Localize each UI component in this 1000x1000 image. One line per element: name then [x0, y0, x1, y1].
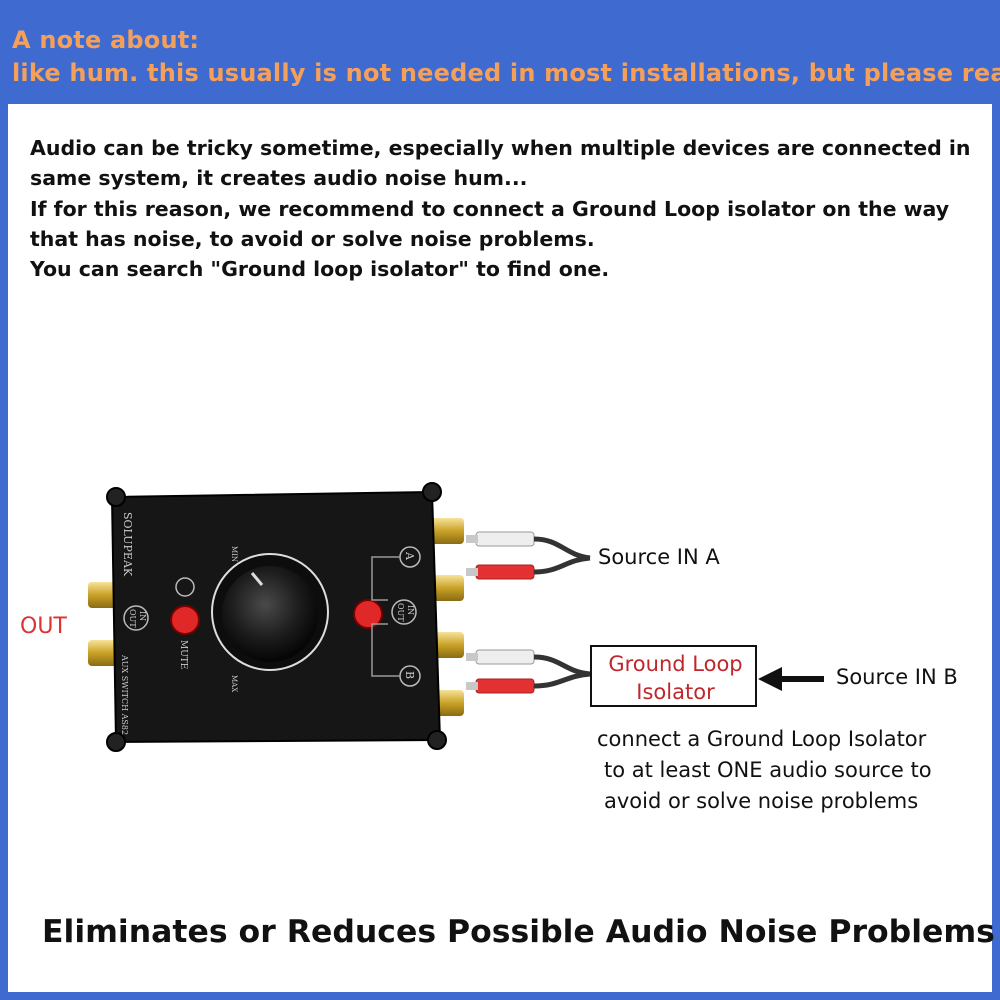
- note-line-3: avoid or solve noise problems: [604, 789, 919, 813]
- header-banner: A note about: like hum. this usually is …: [0, 0, 1000, 104]
- device-out-label-right: OUT: [396, 603, 405, 622]
- rca-cable-b: [466, 649, 591, 694]
- isolator-label-line-2: Isolator: [636, 680, 715, 704]
- rca-cable-a: [466, 531, 591, 580]
- source-in-a-label: Source IN A: [598, 545, 720, 569]
- intro-line-1: Audio can be tricky sometime, especially…: [30, 136, 971, 160]
- intro-line-5: You can search "Ground loop isolator" to…: [30, 257, 610, 281]
- note-line-1: connect a Ground Loop Isolator: [597, 727, 927, 751]
- arrow-left-icon: [758, 667, 824, 691]
- footer-title: Eliminates or Reduces Possible Audio Noi…: [42, 914, 995, 950]
- device-brand: SOLUPEAK: [121, 512, 134, 577]
- isolator-label-line-1: Ground Loop: [608, 652, 743, 676]
- device-out-label-left: OUT: [128, 609, 137, 628]
- input-select-button: [353, 599, 383, 629]
- device-in-label-right: IN: [406, 605, 415, 615]
- device-mute-label: MUTE: [178, 640, 188, 669]
- note-line-2: to at least ONE audio source to: [604, 758, 932, 782]
- out-label: OUT: [20, 614, 67, 639]
- intro-line-3: If for this reason, we recommend to conn…: [30, 197, 950, 221]
- device-model: AUX SWITCH AS82: [120, 654, 129, 735]
- intro-line-4: that has noise, to avoid or solve noise …: [30, 227, 595, 251]
- header-title: A note about:: [12, 26, 200, 54]
- ground-loop-isolator-box: Ground Loop Isolator: [590, 645, 757, 707]
- device-min-label: MIN: [230, 546, 238, 562]
- device-b-label: B: [403, 671, 416, 679]
- device-a-label: A: [403, 551, 416, 561]
- source-in-b-label: Source IN B: [836, 665, 958, 689]
- device-max-label: MAX: [230, 675, 238, 692]
- corner-screws: [106, 482, 447, 752]
- audio-switch-diagram: SOLUPEAK AUX SWITCH AS82 MUTE MIN MAX IN…: [88, 482, 591, 752]
- intro-line-2: same system, it creates audio noise hum.…: [30, 166, 528, 190]
- device-in-label-left: IN: [138, 611, 147, 621]
- header-subtitle: like hum. this usually is not needed in …: [12, 59, 1000, 87]
- mute-button: [170, 605, 200, 635]
